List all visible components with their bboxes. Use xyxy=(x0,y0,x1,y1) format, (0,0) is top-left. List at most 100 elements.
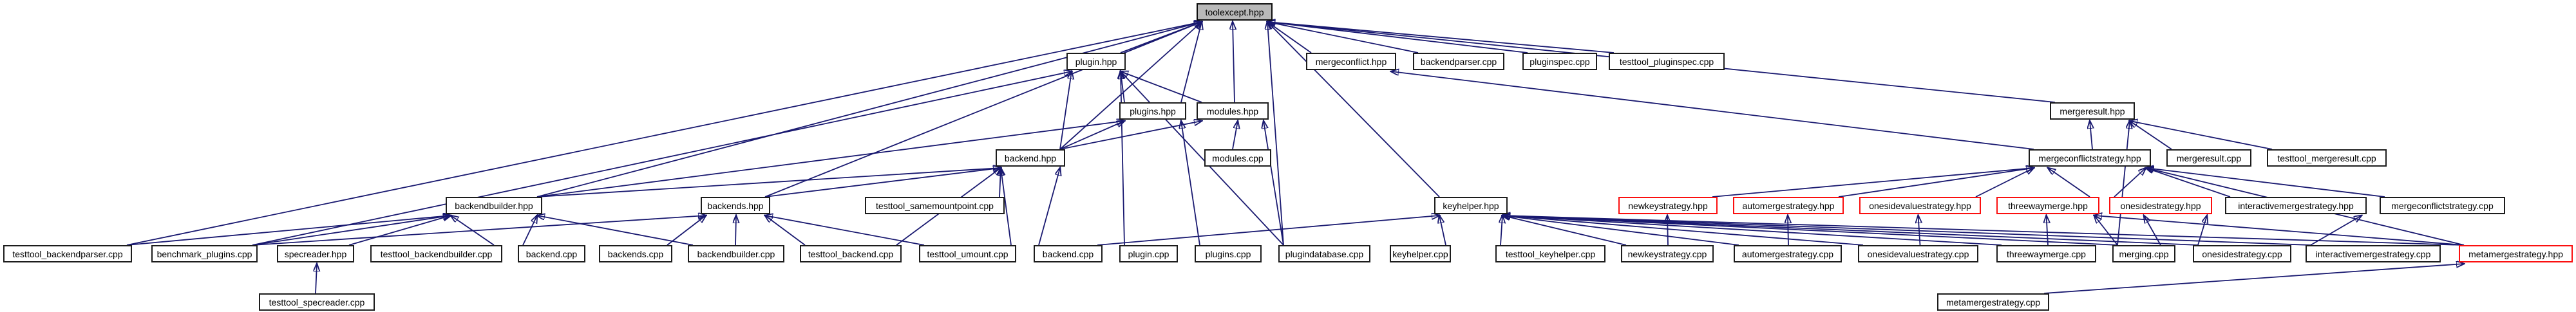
graph-node-label: keyhelper.hpp xyxy=(1443,200,1499,211)
graph-node-newkeystrategy_cpp[interactable]: newkeystrategy.cpp xyxy=(1621,245,1714,262)
graph-node-specreader_hpp[interactable]: specreader.hpp xyxy=(277,245,354,262)
dependency-edge xyxy=(1502,216,1739,246)
graph-node-backend_hpp[interactable]: backend.hpp xyxy=(996,149,1065,167)
graph-node-mergeconflictstrategy_cpp[interactable]: mergeconflictstrategy.cpp xyxy=(2380,197,2505,214)
graph-node-interactivemergestrategy_cpp[interactable]: interactivemergestrategy.cpp xyxy=(2306,245,2441,262)
graph-node-label: plugin.hpp xyxy=(1075,56,1117,67)
dependency-edge xyxy=(1502,216,2311,246)
dependency-edge xyxy=(126,22,1202,246)
graph-node-onesidestrategy_hpp[interactable]: onesidestrategy.hpp xyxy=(2109,197,2212,214)
graph-node-mergeresult_hpp[interactable]: mergeresult.hpp xyxy=(2050,102,2135,120)
dependency-edge xyxy=(2090,121,2092,150)
dependency-edge xyxy=(2310,216,2362,246)
dependency-edge xyxy=(2094,216,2465,246)
graph-node-testtool_backend_cpp[interactable]: testtool_backend.cpp xyxy=(800,245,902,262)
graph-node-threewaymerge_hpp[interactable]: threewaymerge.hpp xyxy=(1996,197,2099,214)
graph-node-label: plugins.cpp xyxy=(1205,248,1251,259)
dependency-edge xyxy=(764,168,1001,197)
graph-node-label: mergeconflictstrategy.hpp xyxy=(2038,152,2141,163)
graph-node-backends_hpp[interactable]: backends.hpp xyxy=(701,197,770,214)
graph-node-label: interactivemergestrategy.cpp xyxy=(2315,248,2431,259)
graph-node-merging_cpp[interactable]: merging.cpp xyxy=(2112,245,2175,262)
graph-node-label: mergeresult.hpp xyxy=(2060,106,2125,116)
graph-node-automergestrategy_hpp[interactable]: automergestrategy.hpp xyxy=(1733,197,1844,214)
graph-node-testtool_keyhelper_cpp[interactable]: testtool_keyhelper.cpp xyxy=(1495,245,1605,262)
dependency-edge xyxy=(1667,216,1668,246)
graph-node-label: toolexcept.hpp xyxy=(1205,6,1264,17)
dependency-edge xyxy=(735,216,736,246)
graph-node-label: mergeconflict.hpp xyxy=(1315,56,1387,67)
graph-node-keyhelper_cpp[interactable]: keyhelper.cpp xyxy=(1390,245,1451,262)
dependency-edge xyxy=(1502,216,1627,246)
graph-node-plugin_cpp[interactable]: plugin.cpp xyxy=(1119,245,1178,262)
dependency-edge xyxy=(1059,121,1124,150)
graph-node-backend_cpp[interactable]: backend.cpp xyxy=(518,245,585,262)
graph-node-label: newkeystrategy.cpp xyxy=(1627,248,1707,259)
graph-node-label: backendparser.cpp xyxy=(1420,56,1497,67)
graph-node-testtool_pluginspec_cpp[interactable]: testtool_pluginspec.cpp xyxy=(1609,53,1725,70)
graph-node-label: metamergestrategy.hpp xyxy=(2468,248,2563,259)
dependency-edge xyxy=(1097,216,1439,246)
dependency-edge xyxy=(2130,121,2273,150)
graph-node-label: backendbuilder.hpp xyxy=(455,200,533,211)
graph-node-label: modules.cpp xyxy=(1212,152,1264,163)
graph-node-label: plugins.hpp xyxy=(1130,106,1176,116)
graph-node-plugin_hpp[interactable]: plugin.hpp xyxy=(1066,53,1126,70)
graph-node-modules_cpp[interactable]: modules.cpp xyxy=(1204,149,1271,167)
graph-node-onesidevaluestrategy_hpp[interactable]: onesidevaluestrategy.hpp xyxy=(1859,197,1981,214)
graph-node-testtool_samemountpoint_cpp[interactable]: testtool_samemountpoint.cpp xyxy=(865,197,1005,214)
dependency-edge xyxy=(1502,216,2199,246)
graph-node-automergestrategy_cpp[interactable]: automergestrategy.cpp xyxy=(1734,245,1842,262)
dependency-edge xyxy=(1918,216,1920,246)
dependency-edge xyxy=(537,216,694,246)
graph-node-label: backends.hpp xyxy=(707,200,764,211)
graph-node-newkeystrategy_hpp[interactable]: newkeystrategy.hpp xyxy=(1618,197,1718,214)
dependency-edge xyxy=(536,22,1202,197)
graph-node-modules_hpp[interactable]: modules.hpp xyxy=(1197,102,1269,120)
graph-node-backend_cpp_2[interactable]: backend.cpp xyxy=(1034,245,1103,262)
graph-node-mergeconflict_hpp[interactable]: mergeconflict.hpp xyxy=(1306,53,1396,70)
graph-node-mergeconflictstrategy_hpp[interactable]: mergeconflictstrategy.hpp xyxy=(2029,149,2151,167)
graph-node-toolexcept_hpp[interactable]: toolexcept.hpp xyxy=(1197,3,1273,21)
graph-node-keyhelper_hpp[interactable]: keyhelper.hpp xyxy=(1434,197,1508,214)
dependency-edge xyxy=(1180,22,1202,103)
graph-node-plugindatabase_cpp[interactable]: plugindatabase.cpp xyxy=(1278,245,1370,262)
graph-node-label: testtool_keyhelper.cpp xyxy=(1505,248,1596,259)
graph-node-onesidevaluestrategy_cpp[interactable]: onesidevaluestrategy.cpp xyxy=(1858,245,1978,262)
graph-node-plugins_cpp[interactable]: plugins.cpp xyxy=(1195,245,1262,262)
dependency-edge xyxy=(348,216,451,246)
dependency-edge xyxy=(1264,121,1284,246)
graph-node-mergeresult_cpp[interactable]: mergeresult.cpp xyxy=(2166,149,2251,167)
graph-node-metamergestrategy_hpp[interactable]: metamergestrategy.hpp xyxy=(2459,245,2573,262)
dependency-edge xyxy=(1233,22,1235,103)
graph-node-testtool_umount_cpp[interactable]: testtool_umount.cpp xyxy=(919,245,1016,262)
dependency-edge xyxy=(1232,121,1238,150)
graph-node-backendparser_cpp[interactable]: backendparser.cpp xyxy=(1413,53,1504,70)
graph-node-onesidestrategy_cpp[interactable]: onesidestrategy.cpp xyxy=(2193,245,2291,262)
dependency-edge xyxy=(1975,168,2034,197)
dependency-edge xyxy=(2047,216,2049,246)
graph-node-label: automergestrategy.cpp xyxy=(1741,248,1834,259)
graph-node-backends_cpp[interactable]: backends.cpp xyxy=(599,245,672,262)
dependency-edge xyxy=(2043,264,2464,294)
graph-node-benchmark_plugins_cpp[interactable]: benchmark_plugins.cpp xyxy=(151,245,258,262)
graph-node-interactivemergestrategy_hpp[interactable]: interactivemergestrategy.hpp xyxy=(2225,197,2367,214)
dependency-edge xyxy=(252,216,451,246)
graph-node-metamergestrategy_cpp[interactable]: metamergestrategy.cpp xyxy=(1937,293,2049,311)
graph-node-testtool_specreader_cpp[interactable]: testtool_specreader.cpp xyxy=(259,293,375,311)
dependency-edge xyxy=(1838,168,2034,197)
dependency-edge xyxy=(252,216,706,246)
graph-node-label: newkeystrategy.hpp xyxy=(1628,200,1708,211)
graph-node-backendbuilder_cpp[interactable]: backendbuilder.cpp xyxy=(688,245,784,262)
graph-node-threewaymerge_cpp[interactable]: threewaymerge.cpp xyxy=(1996,245,2096,262)
graph-node-plugins_hpp[interactable]: plugins.hpp xyxy=(1119,102,1186,120)
dependency-edge xyxy=(765,216,806,246)
graph-node-testtool_mergeresult_cpp[interactable]: testtool_mergeresult.cpp xyxy=(2267,149,2387,167)
graph-node-testtool_backendbuilder_cpp[interactable]: testtool_backendbuilder.cpp xyxy=(370,245,502,262)
graph-node-backendbuilder_hpp[interactable]: backendbuilder.hpp xyxy=(446,197,542,214)
dependency-edge xyxy=(316,264,317,294)
graph-node-pluginspec_cpp[interactable]: pluginspec.cpp xyxy=(1522,53,1597,70)
graph-node-label: backendbuilder.cpp xyxy=(697,248,775,259)
dependency-edge xyxy=(1181,121,1200,246)
graph-node-testtool_backendparser_cpp[interactable]: testtool_backendparser.cpp xyxy=(3,245,132,262)
